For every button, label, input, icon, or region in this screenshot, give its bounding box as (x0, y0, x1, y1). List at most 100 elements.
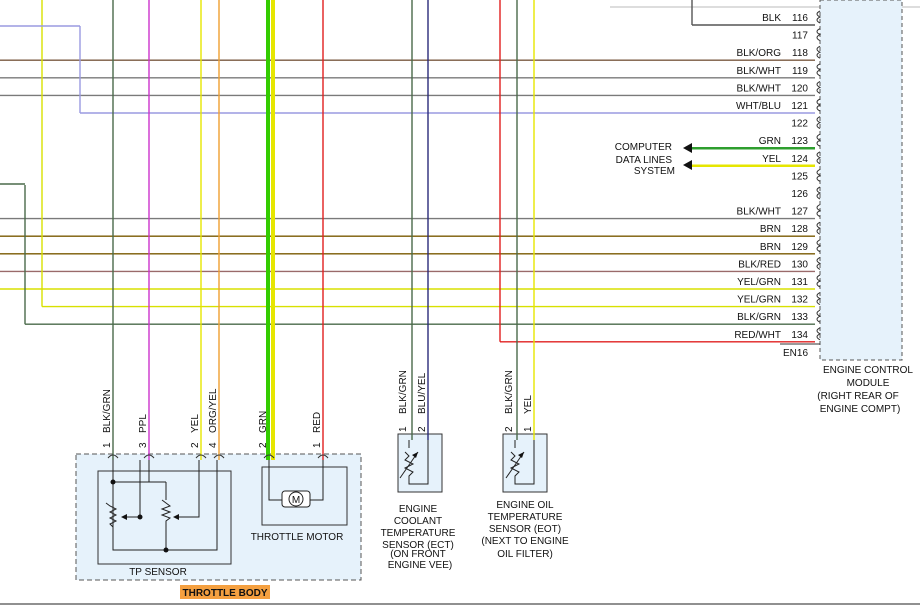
ecm-wire-color-label: BLK/WHT (737, 83, 781, 94)
pin-terminal (816, 133, 822, 147)
svg-text:(NEXT TO ENGINE: (NEXT TO ENGINE (481, 536, 569, 547)
pin-terminal (107, 454, 119, 459)
pin-terminal (816, 186, 822, 200)
ecm-wire-color-label: BLK/WHT (737, 66, 781, 77)
ecm-wire-color-label: RED/WHT (734, 330, 781, 341)
svg-text:ENGINE VEE): ENGINE VEE) (388, 560, 452, 571)
svg-text:ENGINE: ENGINE (399, 504, 438, 515)
svg-text:TEMPERATURE: TEMPERATURE (488, 512, 563, 523)
svg-text:ENGINE CONTROL: ENGINE CONTROL (823, 365, 913, 376)
ecm-connector-label: EN16 (783, 348, 808, 359)
throttle-motor-label: THROTTLE MOTOR (251, 532, 344, 543)
pin-terminal (816, 116, 822, 130)
ecm-pin-number: 128 (791, 224, 808, 235)
svg-text:DATA LINES: DATA LINES (616, 155, 673, 166)
pin-number: 1 (523, 426, 534, 432)
svg-text:SYSTEM: SYSTEM (634, 166, 675, 177)
wiper-arrow-icon (121, 514, 127, 520)
arrow-left-icon (683, 143, 692, 153)
wire-color-label: YEL (523, 395, 534, 414)
ecm-pin-number: 125 (791, 171, 808, 182)
ecm-pin-number: 129 (791, 242, 808, 253)
ecm-pin-number: 119 (792, 66, 808, 77)
wire-color-label: BLK/GRN (504, 370, 515, 414)
pin-terminal (195, 454, 207, 459)
ecm-wire-color-label: GRN (759, 136, 781, 147)
tp-sensor-label: TP SENSOR (129, 567, 187, 578)
ecm-wire-color-label: BRN (760, 224, 781, 235)
pin-number: 3 (138, 442, 149, 448)
pin-terminal (816, 221, 822, 235)
ecm-module-box (819, 0, 903, 361)
pin-number: 2 (417, 426, 428, 432)
pin-terminal (816, 151, 822, 165)
svg-text:(ON FRONT: (ON FRONT (390, 549, 446, 560)
eot-sensor-box (502, 433, 548, 493)
pin-terminal (143, 454, 155, 459)
throttle-motor-box (261, 466, 348, 526)
ecm-label: ENGINE CONTROL MODULE (RIGHT REAR OF ENG… (817, 365, 913, 415)
junction-dot (110, 479, 116, 485)
svg-text:COOLANT: COOLANT (394, 516, 442, 527)
ecm-pin-number: 131 (791, 277, 808, 288)
wire-color-label: BLK/GRN (398, 370, 409, 414)
ecm-pin-number: 132 (791, 295, 808, 306)
wire-color-label: GRN (258, 411, 269, 433)
arrow-left-icon (683, 160, 692, 170)
pin-terminal (816, 168, 822, 182)
pin-number: 2 (504, 426, 515, 432)
ecm-pin-number: 120 (791, 83, 808, 94)
pin-terminal (317, 454, 329, 459)
ecm-wire-color-label: BLK/WHT (737, 207, 781, 218)
throttle-body-title-bg (180, 585, 270, 599)
ecm-wire-color-label: BLK/GRN (737, 312, 781, 323)
ecm-pin-number: 124 (791, 154, 808, 165)
svg-text:MODULE: MODULE (847, 378, 890, 389)
ecm-wire-color-label: YEL (762, 154, 781, 165)
pin-terminal (816, 80, 822, 94)
ecm-pins: 116BLK117118BLK/ORG119BLK/WHT120BLK/WHT1… (734, 10, 822, 341)
wire-color-label: PPL (138, 414, 149, 433)
svg-text:ENGINE COMPT): ENGINE COMPT) (820, 404, 901, 415)
pin-terminal (816, 239, 822, 253)
pin-terminal (816, 256, 822, 270)
throttle-body-title: THROTTLE BODY (183, 588, 268, 599)
pin-number: 2 (258, 442, 269, 448)
svg-text:OIL FILTER): OIL FILTER) (497, 549, 553, 560)
ecm-pin-number: 126 (791, 189, 808, 200)
ecm-pin-number: 121 (791, 101, 808, 112)
pin-terminal (816, 274, 822, 288)
pin-number: 1 (312, 442, 323, 448)
ecm-wire-color-label: BLK/RED (738, 259, 781, 270)
thermistor-arrow-icon (412, 452, 418, 458)
pin-terminal (816, 327, 822, 341)
svg-text:SENSOR (ECT): SENSOR (ECT) (382, 540, 454, 551)
ecm-wire-color-label: YEL/GRN (737, 277, 781, 288)
pin-terminal (263, 454, 275, 459)
pin-terminal (816, 45, 822, 59)
wire-color-label: YEL (190, 414, 201, 433)
ect-sensor-box (397, 433, 443, 493)
thermistor-arrow-icon (518, 452, 524, 458)
throttle-body-box (75, 453, 362, 581)
pin-terminal (816, 63, 822, 77)
pin-number: 1 (398, 426, 409, 432)
svg-text:COMPUTER: COMPUTER (615, 142, 672, 153)
computer-data-lines-label: COMPUTER DATA LINES SYSTEM (615, 142, 675, 177)
ect-label: ENGINE COOLANT TEMPERATURE SENSOR (ECT) … (381, 504, 456, 571)
wire-color-label: BLK/GRN (102, 389, 113, 433)
ecm-pin-number: 116 (792, 13, 808, 24)
wires (0, 0, 815, 460)
pin-terminal (816, 28, 822, 42)
pin-terminal (816, 204, 822, 218)
ecm-pin-number: 123 (791, 136, 808, 147)
wiper-arrow-icon (173, 514, 179, 520)
pin-terminal (816, 98, 822, 112)
ecm-wire-color-label: BRN (760, 242, 781, 253)
pin-terminal (816, 309, 822, 323)
ecm-pin-number: 127 (791, 207, 808, 218)
pin-terminal (816, 292, 822, 306)
motor-symbol: M (292, 495, 300, 506)
